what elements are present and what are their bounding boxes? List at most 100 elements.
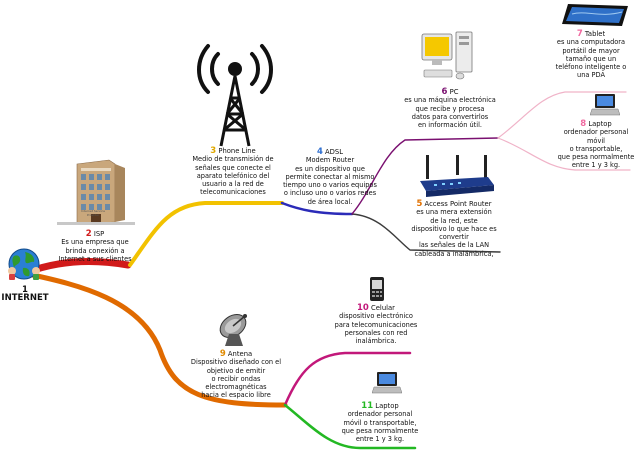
antenna-heading: 9 Antena xyxy=(188,349,284,359)
node-internet: 1 INTERNET xyxy=(0,286,50,303)
pc-desc-line: en información útil. xyxy=(417,121,483,130)
satellite-dish-icon xyxy=(215,310,257,348)
adsl-number: 4 xyxy=(316,147,323,157)
laptop11-number: 11 xyxy=(361,401,374,411)
internet-number: 1 xyxy=(22,285,28,295)
isp-desc-line: Es una empresa que xyxy=(61,238,129,247)
router-number: 5 xyxy=(416,199,423,209)
branch-pc xyxy=(351,137,499,215)
tablet-title: Tablet xyxy=(582,30,606,38)
tablet-number: 7 xyxy=(576,29,583,39)
laptop11-desc-line: entre 1 y 3 kg. xyxy=(355,435,405,444)
isp-number: 2 xyxy=(85,229,92,239)
isp-heading: 2 ISP xyxy=(52,229,138,239)
laptop8-heading: 8 Laptop xyxy=(556,119,636,129)
tablet-desc-line: portátil de mayor xyxy=(562,46,620,55)
pc-desc-line: que recibe y procesa xyxy=(415,104,485,113)
tablet-desc-line: teléfono inteligente o xyxy=(555,63,627,72)
laptop8-desc-line: ordenador personal móvil xyxy=(563,128,629,145)
laptop11-desc-line: que pesa normalmente xyxy=(341,426,419,435)
isp-desc-line: Internet a sus clientes xyxy=(58,254,132,263)
router-desc-line: dispositivo lo que hace es convertir xyxy=(411,224,497,242)
antenna-desc-line: electromagnéticas xyxy=(205,383,267,392)
adsl-desc-line: tiempo uno o varios equipos xyxy=(283,181,377,190)
phone-desc-line: telecomunicaciones xyxy=(200,188,266,197)
tablet-desc-line: una PDA xyxy=(577,71,605,80)
antenna-tower-icon xyxy=(197,44,273,147)
branch-antenna xyxy=(25,271,288,408)
router-icon xyxy=(420,155,494,197)
tablet-icon xyxy=(562,4,628,26)
tablet-heading: 7 Tablet xyxy=(548,29,634,39)
branch-router xyxy=(351,213,501,253)
adsl-desc-line: de área local. xyxy=(307,197,353,206)
celular-number: 10 xyxy=(357,303,369,313)
laptop11-desc-line: ordenador personal xyxy=(347,410,413,419)
pc-number: 6 xyxy=(441,87,448,97)
router-desc-line: de la red, este xyxy=(430,216,478,225)
pc-desc-line: datos para convertirlos xyxy=(411,112,489,121)
router-heading: 5 Access Point Router xyxy=(398,199,510,209)
antenna-number: 9 xyxy=(219,349,226,359)
celular-heading: 10 Celular xyxy=(330,303,422,313)
adsl-desc-line: permite conectar al mismo xyxy=(285,172,375,181)
tablet-desc-line: es una computadora xyxy=(556,38,626,47)
adsl-desc-line: es un dispositivo que xyxy=(295,164,365,173)
pc-heading: 6 PC xyxy=(400,87,500,97)
isp-desc-line: brinda conexión a xyxy=(65,246,125,255)
laptop-icon xyxy=(372,372,402,394)
router-desc-line: es una mera extensión xyxy=(416,208,492,217)
branch-laptop11 xyxy=(283,403,417,450)
building-icon xyxy=(57,159,135,225)
router-title: Access Point Router xyxy=(422,200,492,208)
celular-title: Celular xyxy=(368,304,395,312)
router-desc-line: las señales de la LAN xyxy=(418,241,490,250)
laptop8-desc-line: o transportable, xyxy=(569,144,623,153)
phone-heading: 3 Phone Line xyxy=(187,146,279,156)
branch-phone xyxy=(128,201,284,267)
phone-desc-line: señales que conecte el xyxy=(195,163,271,172)
adsl-heading: 4 ADSL xyxy=(282,147,378,157)
internet-title: INTERNET xyxy=(1,293,49,304)
laptop8-title: Laptop xyxy=(586,120,612,128)
adsl-title: ADSL xyxy=(322,148,344,156)
laptop8-desc-line: entre 1 y 3 kg. xyxy=(571,161,621,170)
laptop11-desc-line: móvil o transportable, xyxy=(343,418,417,427)
isp-title: ISP xyxy=(91,230,105,238)
antenna-desc-line: o recibir ondas xyxy=(211,374,261,383)
phone-desc-line: Medio de transmisión de xyxy=(192,155,274,164)
router-desc-line: cableada a inalámbrica, xyxy=(414,249,494,258)
branch-tablet xyxy=(497,91,627,139)
phone-title: Phone Line xyxy=(216,147,256,155)
laptop8-desc-line: que pesa normalmente xyxy=(557,153,635,162)
antenna-desc-line: Dispositivo diseñado con el xyxy=(190,358,282,367)
antenna-title: Antena xyxy=(225,350,253,358)
tablet-desc-line: tamaño que un xyxy=(565,54,617,63)
globe-icon xyxy=(8,248,40,280)
phone-desc-line: usuario a la red de xyxy=(202,180,264,189)
isp-sign: Internet Service Provider xyxy=(81,209,105,217)
laptop-icon xyxy=(590,94,620,116)
celular-desc-line: personales con red xyxy=(344,328,408,337)
laptop8-number: 8 xyxy=(580,119,587,129)
adsl-desc-line: Modem Router xyxy=(305,156,355,165)
pc-title: PC xyxy=(447,88,459,96)
branch-celular xyxy=(283,351,412,407)
antenna-desc-line: objetivo de emitir xyxy=(206,366,266,375)
antenna-desc-line: hacia el espacio libre xyxy=(201,391,271,400)
branch-laptop8 xyxy=(497,137,631,171)
phone-number: 3 xyxy=(210,146,217,156)
celular-desc-line: inalámbrica. xyxy=(355,337,397,346)
laptop11-title: Laptop xyxy=(373,402,399,410)
celular-desc-line: para telecomunicaciones xyxy=(334,320,418,329)
